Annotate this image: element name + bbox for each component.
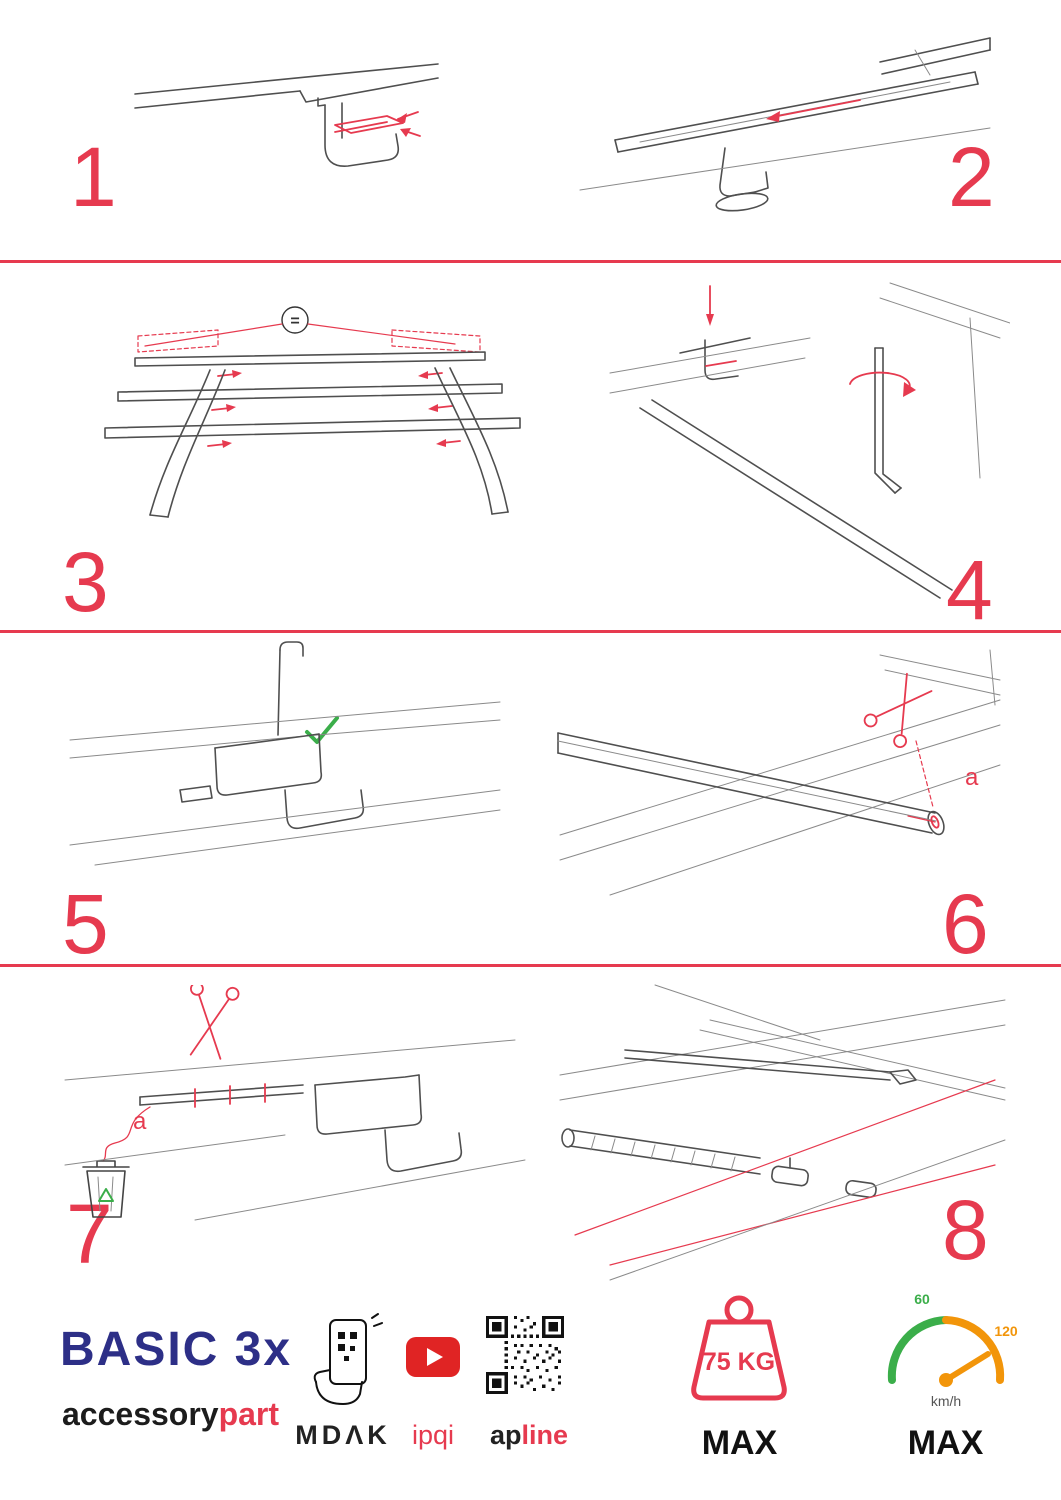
speed-low-label: 60 — [914, 1291, 930, 1307]
step-5-illustration — [55, 640, 515, 890]
equal-sign: = — [290, 313, 299, 330]
hook-rod — [277, 641, 304, 736]
step-2-illustration — [520, 20, 1000, 220]
alignment-lines — [574, 1079, 996, 1266]
rubber-pad — [334, 111, 421, 137]
part-text: part — [218, 1396, 280, 1432]
youtube-icon — [405, 1336, 461, 1378]
speed-max-label: MAX — [907, 1424, 984, 1462]
rotate-arrow — [849, 371, 916, 397]
ap-text: ap — [489, 1420, 522, 1450]
weight-max-label: MAX — [701, 1424, 778, 1462]
clamp-bracket — [679, 337, 751, 381]
t-bolt-piece — [771, 1157, 877, 1199]
section-divider-2 — [0, 630, 1061, 633]
step-7-number: 7 — [66, 1187, 113, 1281]
speed-high-label: 120 — [994, 1323, 1018, 1339]
line-text: line — [521, 1420, 569, 1450]
scissors-icon — [189, 981, 240, 1060]
cut-label-a: a — [133, 1108, 147, 1135]
max-weight-value: 75 KG — [703, 1348, 775, 1376]
rear-bar — [624, 1049, 917, 1085]
section-divider-1 — [0, 260, 1061, 263]
step-3-number: 3 — [62, 535, 109, 629]
adjust-arrows — [207, 370, 461, 448]
clamp-body — [179, 733, 365, 830]
speedometer-icon: 60 120 km/h — [868, 1288, 1023, 1416]
step-7-illustration: a — [45, 981, 535, 1225]
mdak-logo: MDΛK — [295, 1420, 391, 1450]
section-divider-3 — [0, 964, 1061, 967]
accessory-text: accessory — [62, 1396, 219, 1432]
step-6-number: 6 — [942, 877, 989, 971]
weight-icon: 75 KG — [662, 1292, 817, 1410]
speed-unit-label: km/h — [931, 1393, 961, 1409]
cross-bar-tube — [557, 732, 945, 836]
step-4-number: 4 — [946, 543, 993, 637]
clamp-bracket — [317, 97, 400, 167]
clamp-body — [314, 1074, 463, 1173]
apline-logo: apline — [474, 1420, 584, 1451]
step-5-number: 5 — [62, 877, 109, 971]
step-2-number: 2 — [948, 130, 995, 224]
ipqi-logo: ipqi — [411, 1420, 455, 1450]
excess-strip — [139, 1083, 304, 1108]
cut-label-a: a — [965, 764, 979, 791]
step-4-illustration — [580, 278, 1011, 613]
phone-qr-icon — [298, 1312, 393, 1412]
step-8-illustration — [550, 980, 1015, 1285]
rack-legs — [149, 367, 509, 518]
discard-line — [102, 1106, 151, 1162]
foot-clamp — [715, 147, 769, 212]
step-3-illustration: = — [50, 280, 560, 540]
front-bar — [561, 1128, 761, 1175]
step-1-illustration — [120, 50, 450, 240]
cross-bars — [104, 351, 521, 439]
slide-arrow — [766, 99, 861, 122]
press-arrow — [706, 285, 714, 326]
scissors-icon — [863, 672, 933, 748]
trash-recycle-icon — [82, 1160, 130, 1218]
step-6-illustration: a — [550, 645, 1010, 905]
brand-logo: BASIC 3x — [60, 1323, 293, 1376]
step-8-number: 8 — [942, 1183, 989, 1277]
accessorypart-logo: accessorypart — [62, 1396, 279, 1433]
cut-guide-line — [915, 740, 934, 808]
equal-spacing-callout: = — [137, 306, 481, 353]
step-1-number: 1 — [70, 130, 117, 224]
check-icon — [305, 716, 339, 744]
qr-code-icon — [486, 1316, 564, 1394]
allen-key — [874, 347, 902, 494]
